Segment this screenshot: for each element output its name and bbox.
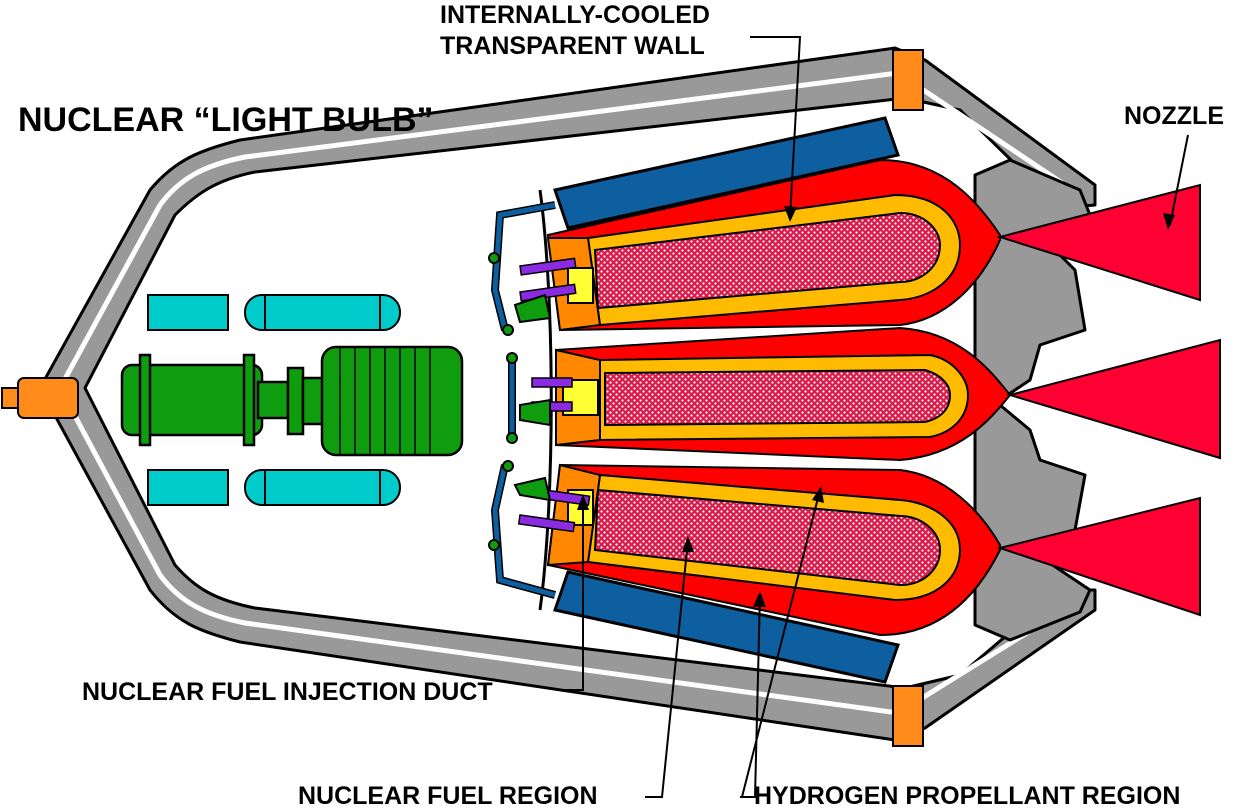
- nozzle-middle: [1006, 338, 1221, 460]
- nozzle-lower: [996, 496, 1201, 617]
- fuel-region-upper: [593, 211, 942, 310]
- outer-shell: [38, 46, 1097, 742]
- nose-fitting: [1, 377, 79, 419]
- label-propellant-region: HYDROGEN PROPELLANT REGION: [754, 782, 1181, 809]
- injection-pins: [517, 257, 591, 533]
- nozzle-upper: [996, 183, 1201, 302]
- cavity-lower: [546, 463, 1201, 637]
- label-transparent-wall-line2: TRANSPARENT WALL: [440, 32, 705, 60]
- top-flange: [892, 49, 924, 111]
- leader-arrowheads: [577, 206, 1175, 607]
- radiator-panel-top: [553, 116, 900, 230]
- diagram-title: NUCLEAR “LIGHT BULB”: [18, 101, 434, 139]
- propellant-tanks: [147, 294, 401, 506]
- cavity-upper: [546, 158, 1201, 332]
- label-injection-duct: NUCLEAR FUEL INJECTION DUCT: [82, 678, 493, 706]
- label-nozzle: NOZZLE: [1124, 102, 1224, 130]
- bottom-flange: [892, 685, 924, 747]
- leader-lines: [562, 36, 1189, 798]
- cavity-middle: [555, 326, 1221, 462]
- bulkhead-line: [538, 189, 553, 611]
- radiator-panel-bottom: [553, 570, 900, 684]
- label-transparent-wall-line1: INTERNALLY-COOLED: [440, 1, 710, 29]
- fuel-region-lower: [593, 488, 942, 587]
- turbine-generator: [120, 345, 464, 457]
- injector-valves: [488, 252, 552, 551]
- fuel-region-middle: [604, 368, 952, 427]
- label-fuel-region: NUCLEAR FUEL REGION: [298, 782, 598, 809]
